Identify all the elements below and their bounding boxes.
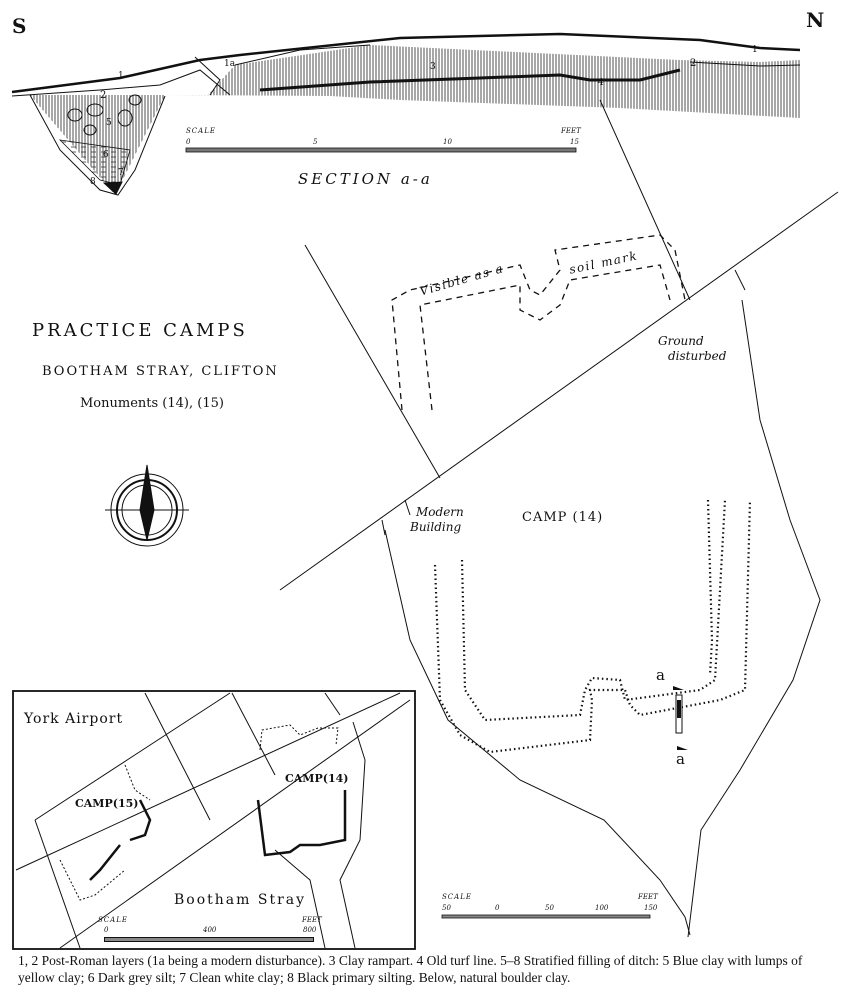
inset-scale-unit: FEET xyxy=(302,916,322,924)
section-scale-tick: 0 xyxy=(186,138,191,146)
plan-scale-tick: 100 xyxy=(595,904,609,912)
ground-disturbed-label: disturbed xyxy=(668,349,727,363)
layer-label: 1a xyxy=(224,59,236,69)
section-scale-tick: 5 xyxy=(313,138,318,146)
north-compass-icon xyxy=(105,464,189,547)
york-airport-label: York Airport xyxy=(24,711,124,727)
plan-scale-tick: 50 xyxy=(442,904,451,912)
plan-scale-tick: 150 xyxy=(644,904,658,912)
layer-label: 2 xyxy=(690,58,697,69)
field-boundaries xyxy=(279,99,839,938)
inset-scale-tick: 800 xyxy=(303,926,317,934)
plan-scale-tick: 50 xyxy=(545,904,554,912)
inset-scale-bar xyxy=(104,937,314,942)
bootham-stray-label: Bootham Stray xyxy=(174,892,307,908)
soil-mark-outline xyxy=(391,234,686,411)
plan-scale-label: SCALE xyxy=(442,893,472,901)
inset-scale-tick: 0 xyxy=(104,926,109,934)
caption: 1, 2 Post-Roman layers (1a being a moder… xyxy=(18,953,803,985)
section-scale-tick: 10 xyxy=(443,138,452,146)
section-scale-bar xyxy=(185,147,577,153)
camp-14-label: CAMP (14) xyxy=(522,510,604,525)
subtitle: BOOTHAM STRAY, CLIFTON xyxy=(42,364,279,379)
ground-disturbed-label: Ground xyxy=(658,334,704,348)
camp-15-label: CAMP(15) xyxy=(75,797,139,810)
south-label: S xyxy=(12,14,27,38)
camp-14-earthworks xyxy=(433,499,752,754)
layer-label: 6 xyxy=(103,150,109,160)
layer-label: 7 xyxy=(118,168,124,178)
layer-label: 8 xyxy=(90,177,96,187)
section-marker-label: a xyxy=(656,666,665,684)
inset-camp-14-label: CAMP(14) xyxy=(285,772,349,785)
layer-label: 3 xyxy=(430,62,436,72)
north-label: N xyxy=(806,8,825,32)
modern-building-label: Modern xyxy=(416,505,464,519)
plan-scale-bar xyxy=(441,914,651,919)
section-marker-label: a xyxy=(676,750,685,768)
title: PRACTICE CAMPS xyxy=(32,320,248,341)
layer-label: 1 xyxy=(752,45,758,55)
layer-label: 2 xyxy=(100,90,107,101)
inset-scale-tick: 400 xyxy=(203,926,217,934)
section-scale-label: SCALE xyxy=(186,127,216,135)
section-line-marker xyxy=(673,686,688,750)
section-title: SECTION a-a xyxy=(298,170,433,188)
section-profile xyxy=(11,32,801,196)
section-scale-tick: 15 xyxy=(570,138,579,146)
plan-scale-tick: 0 xyxy=(495,904,500,912)
inset-scale-label: SCALE xyxy=(98,916,128,924)
layer-label: 5 xyxy=(106,118,112,128)
inset-map xyxy=(12,690,416,950)
monuments: Monuments (14), (15) xyxy=(80,396,224,411)
layer-label: 4 xyxy=(598,78,604,88)
section-scale-unit: FEET xyxy=(561,127,581,135)
plan-scale-unit: FEET xyxy=(638,893,658,901)
modern-building-label: Building xyxy=(410,520,462,534)
layer-label: 1 xyxy=(118,71,124,81)
